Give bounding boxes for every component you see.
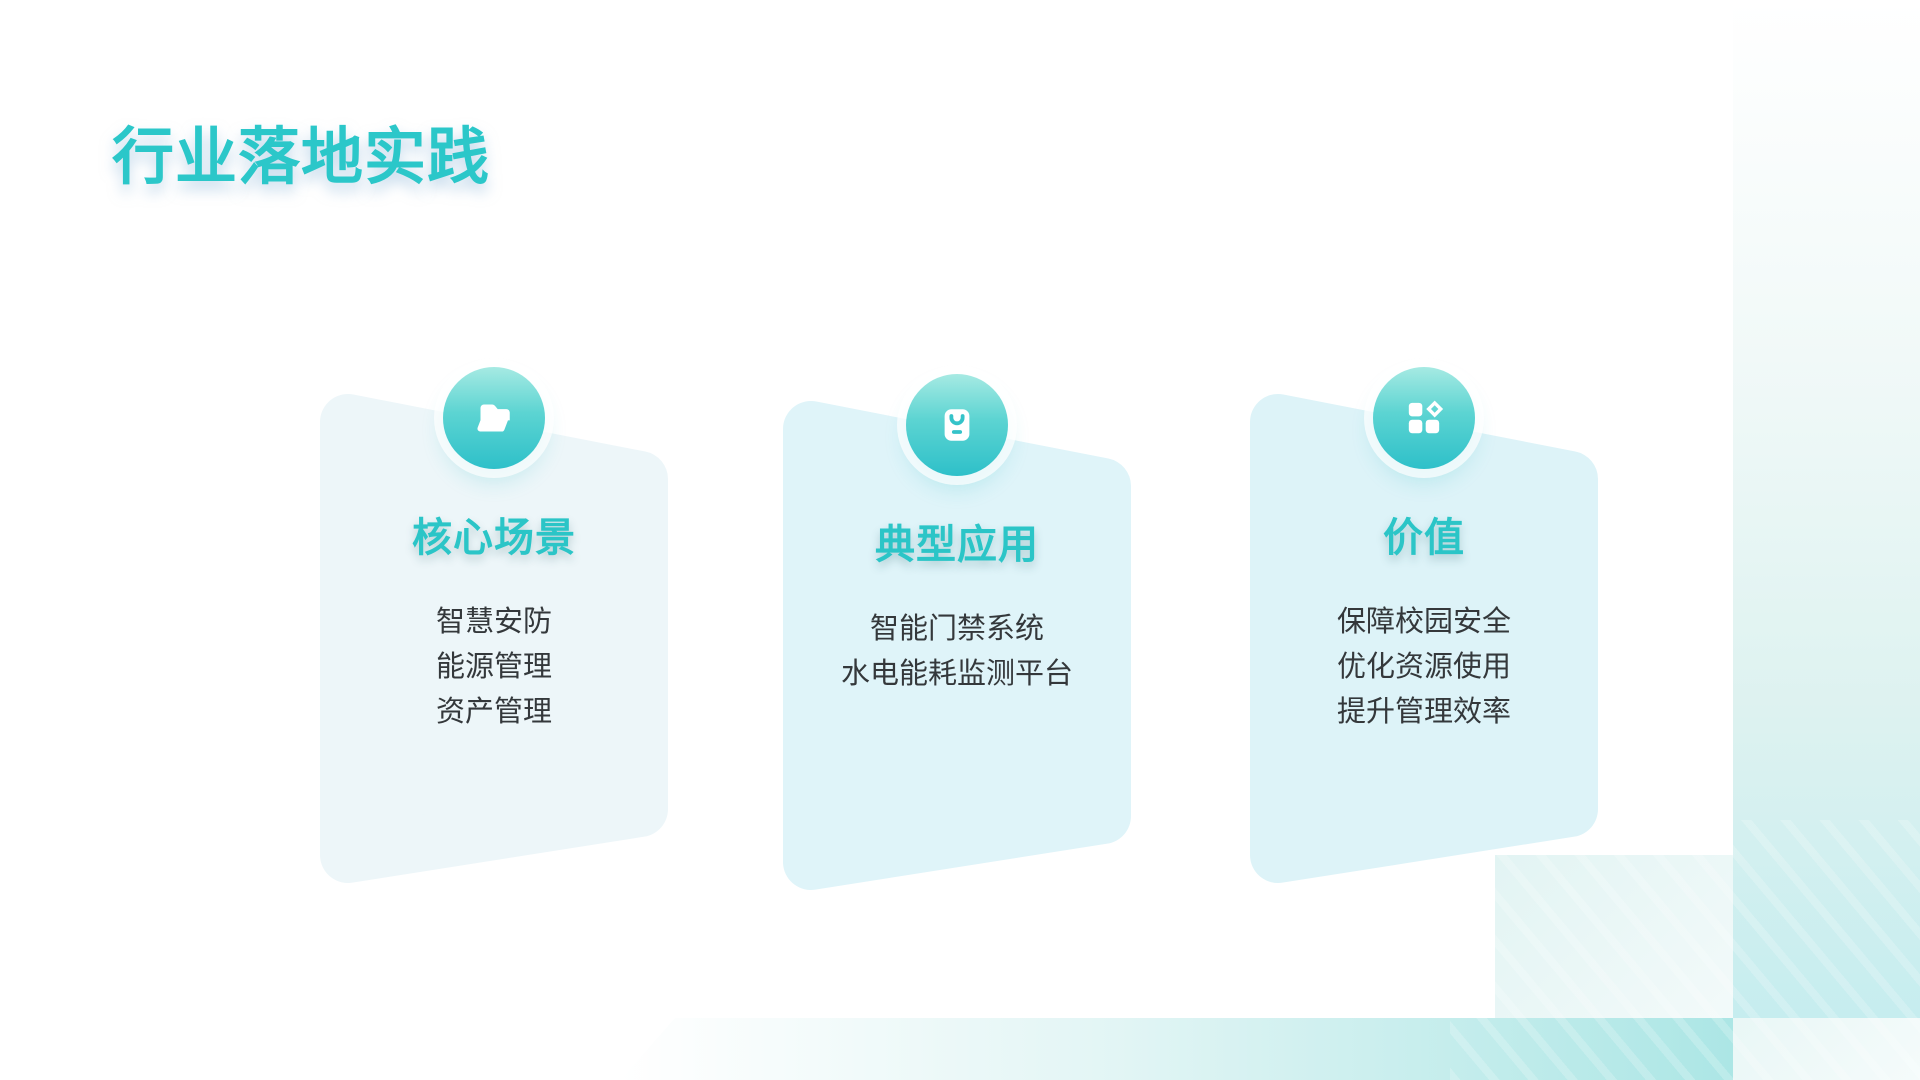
- shopping-bag-icon: [906, 374, 1008, 476]
- apps-grid-icon: [1373, 367, 1475, 469]
- card-item: 提升管理效率: [1336, 696, 1511, 728]
- card-heading: 价值: [1383, 516, 1465, 560]
- card-item: 保障校园安全: [1336, 606, 1511, 638]
- card-item-list: 智慧安防 能源管理 资产管理: [320, 600, 668, 735]
- card-item: 资产管理: [435, 696, 552, 728]
- card-item: 水电能耗监测平台: [840, 658, 1073, 690]
- background-square-light-bottom: [1733, 1018, 1920, 1080]
- card-heading: 核心场景: [412, 516, 576, 560]
- page-title: 行业落地实践: [112, 122, 491, 192]
- card-background-shape: [320, 394, 668, 883]
- folder-icon: [443, 367, 545, 469]
- card-value: 价值 保障校园安全 优化资源使用 提升管理效率: [1250, 367, 1598, 886]
- card-item-list: 智能门禁系统 水电能耗监测平台: [783, 607, 1131, 697]
- background-band-bottom: [620, 1018, 1733, 1080]
- card-core-scenarios: 核心场景 智慧安防 能源管理 资产管理: [320, 367, 668, 886]
- card-item: 优化资源使用: [1336, 651, 1511, 683]
- card-item: 智慧安防: [435, 606, 552, 638]
- background-band-right: [1733, 0, 1920, 1018]
- card-item-list: 保障校园安全 优化资源使用 提升管理效率: [1250, 600, 1598, 735]
- card-item: 能源管理: [435, 651, 552, 683]
- card-typical-applications: 典型应用 智能门禁系统 水电能耗监测平台: [783, 374, 1131, 893]
- card-item: 智能门禁系统: [869, 613, 1044, 645]
- card-background-shape: [1250, 394, 1598, 883]
- card-heading: 典型应用: [875, 523, 1039, 567]
- card-background-shape: [783, 401, 1131, 890]
